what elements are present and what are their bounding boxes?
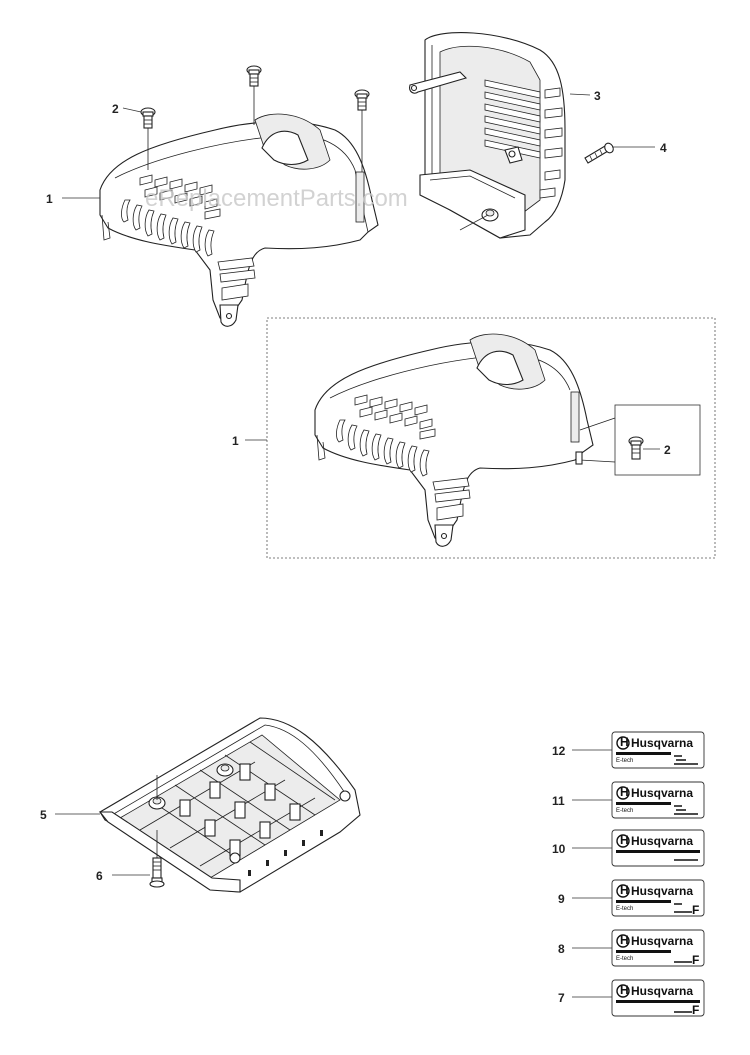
screw-stub-kit bbox=[575, 451, 583, 465]
screw-part-2-top-b bbox=[246, 65, 262, 125]
svg-text:H: H bbox=[620, 983, 629, 997]
svg-text:H: H bbox=[620, 933, 629, 947]
base-plate-part bbox=[98, 717, 361, 893]
callout-2-top: 2 bbox=[112, 102, 119, 116]
screw-part-2-kit bbox=[628, 436, 644, 460]
screw-part-2-top-c bbox=[354, 89, 370, 172]
watermark: eReplacementParts.com bbox=[145, 185, 408, 212]
kit-box bbox=[266, 317, 716, 559]
decal-part-11: H Husqvarna E-tech bbox=[611, 781, 705, 819]
callout-6: 6 bbox=[96, 869, 103, 883]
cylinder-cover-part bbox=[99, 113, 379, 327]
screw-part-6 bbox=[149, 830, 165, 888]
callout-11: 11 bbox=[552, 794, 565, 808]
muffler-cover-part bbox=[409, 32, 566, 239]
callout-8: 8 bbox=[558, 942, 565, 956]
callout-2-kit: 2 bbox=[664, 443, 671, 457]
callout-5: 5 bbox=[40, 808, 47, 822]
decal-brand-11: Husqvarna bbox=[631, 786, 693, 800]
base-plate-ribs bbox=[139, 741, 336, 867]
decal-part-8: H Husqvarna E-tech F bbox=[611, 929, 705, 967]
decal-part-12: H Husqvarna E-tech bbox=[611, 731, 705, 769]
decal-brand-10: Husqvarna bbox=[631, 834, 693, 848]
svg-text:F: F bbox=[692, 903, 699, 917]
callout-9: 9 bbox=[558, 892, 565, 906]
leader-lines bbox=[55, 93, 660, 998]
decal-brand-12: Husqvarna bbox=[631, 736, 693, 750]
svg-text:E-tech: E-tech bbox=[616, 906, 633, 912]
callout-4: 4 bbox=[660, 141, 667, 155]
kit-side-vent-slots bbox=[336, 419, 430, 477]
callout-1-kit: 1 bbox=[232, 434, 239, 448]
base-plate-teeth bbox=[248, 830, 323, 876]
decal-part-9: H Husqvarna E-tech F bbox=[611, 879, 705, 917]
callout-3: 3 bbox=[594, 89, 601, 103]
kit-top-vent-grid bbox=[354, 394, 436, 440]
svg-text:H: H bbox=[620, 833, 629, 847]
callout-1-top: 1 bbox=[46, 192, 53, 206]
decal-brand-8: Husqvarna bbox=[631, 934, 693, 948]
svg-text:F: F bbox=[692, 1003, 699, 1017]
svg-text:H: H bbox=[620, 785, 629, 799]
cylinder-cover-kit-part bbox=[314, 333, 594, 547]
top-vent-grid bbox=[139, 174, 221, 220]
callout-7: 7 bbox=[558, 991, 565, 1005]
callout-12: 12 bbox=[552, 744, 566, 758]
decal-brand-9: Husqvarna bbox=[631, 884, 693, 898]
screw-part-4 bbox=[584, 142, 614, 164]
svg-text:E-tech: E-tech bbox=[616, 956, 633, 962]
svg-text:E-tech: E-tech bbox=[616, 808, 633, 814]
screw-inset-box bbox=[614, 404, 701, 476]
decal-part-10: H Husqvarna bbox=[611, 829, 705, 867]
screw-part-2-top-a bbox=[140, 107, 156, 170]
callout-10: 10 bbox=[552, 842, 566, 856]
decal-part-7: H Husqvarna F bbox=[611, 979, 705, 1017]
decal-brand-7: Husqvarna bbox=[631, 984, 693, 998]
side-vent-slots bbox=[121, 199, 215, 257]
svg-text:H: H bbox=[620, 883, 629, 897]
svg-text:F: F bbox=[692, 953, 699, 967]
svg-text:H: H bbox=[620, 735, 629, 749]
svg-text:E-tech: E-tech bbox=[616, 758, 633, 764]
